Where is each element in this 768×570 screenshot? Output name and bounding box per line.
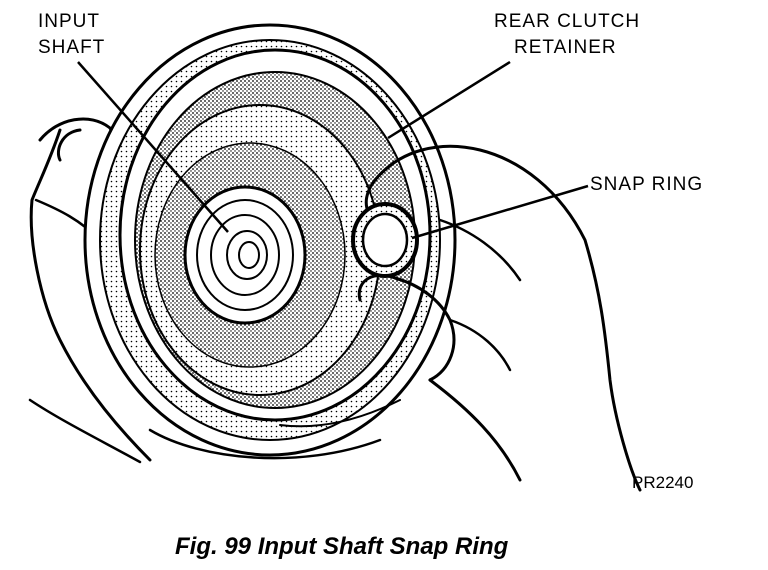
- input-shaft-leader: [77, 61, 229, 233]
- right-hand: [373, 144, 642, 492]
- figure-caption: Fig. 99 Input Shaft Snap Ring: [175, 533, 509, 560]
- input-shaft-label-line2: SHAFT: [38, 37, 105, 58]
- rear-clutch-label-line1: REAR CLUTCH: [494, 11, 640, 32]
- illustration: [28, 23, 642, 492]
- input-shaft-label-line1: INPUT: [38, 11, 100, 32]
- figure-code: PR2240: [632, 473, 693, 492]
- rear-clutch-label-line2: RETAINER: [514, 37, 617, 58]
- snap-ring-leader: [411, 184, 589, 240]
- rear-clutch-leader: [387, 60, 511, 140]
- snap-ring-label: SNAP RING: [590, 174, 703, 195]
